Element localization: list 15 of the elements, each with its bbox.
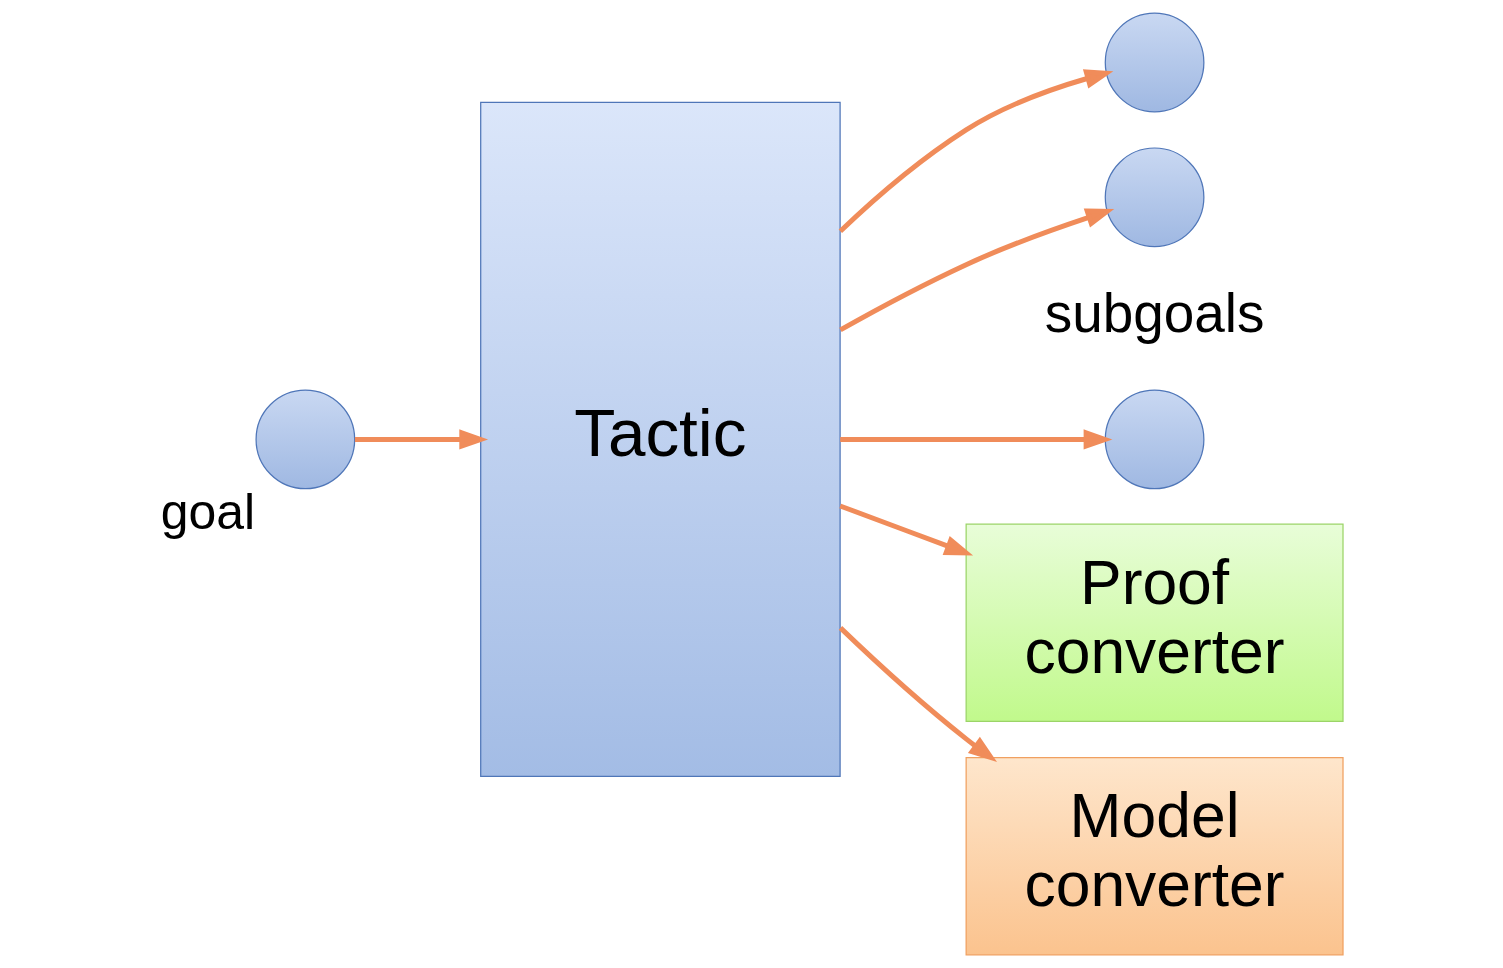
arrow bbox=[840, 429, 1113, 450]
node-label: goal bbox=[160, 483, 256, 540]
node-box: Tactic bbox=[480, 101, 841, 777]
node-circle bbox=[1104, 12, 1205, 113]
node-circle bbox=[255, 389, 356, 490]
arrow bbox=[354, 429, 489, 450]
node-circle bbox=[1104, 147, 1205, 248]
label: subgoals bbox=[1044, 282, 1265, 345]
node-box: Proof converter bbox=[965, 523, 1344, 723]
arrow bbox=[839, 208, 1115, 333]
arrow bbox=[838, 626, 998, 763]
arrow bbox=[839, 503, 974, 556]
node-circle bbox=[1104, 389, 1205, 490]
node-box: Model converter bbox=[965, 756, 1344, 956]
arrow bbox=[838, 69, 1114, 234]
